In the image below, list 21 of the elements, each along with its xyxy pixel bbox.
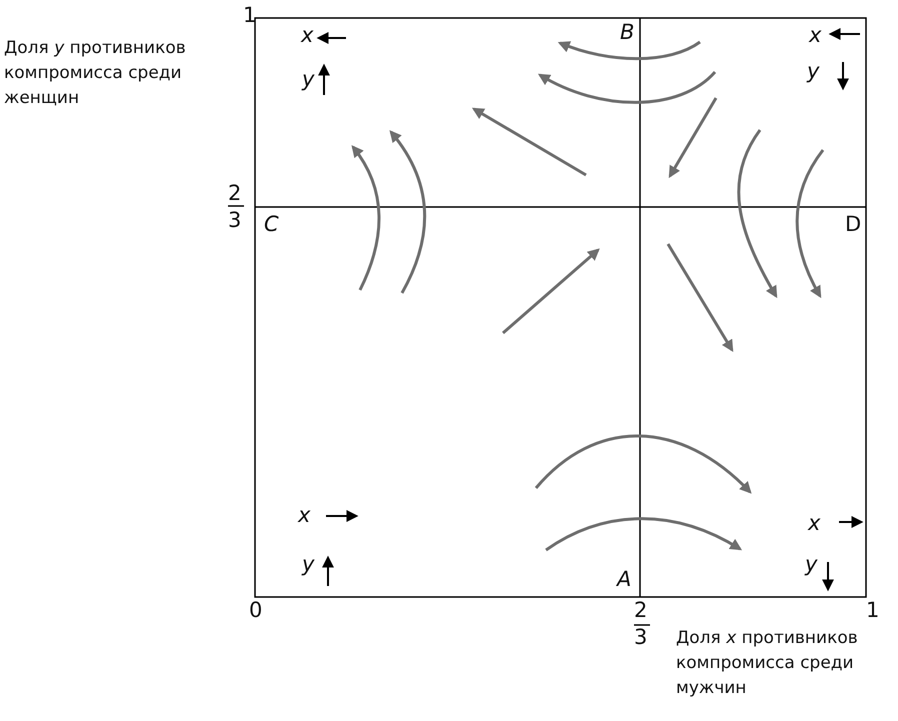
tick-label: D [845,213,862,235]
variable-label: y [805,553,818,575]
tick-label: 1 [243,4,256,26]
tick-label: 0 [249,599,262,621]
variable-label: x [298,504,310,526]
fraction-digit: 3 [228,209,242,231]
variable-label: x [808,512,820,534]
variable-label: y [302,553,314,575]
fraction-digit: 2 [228,182,242,204]
tick-label: 1 [866,599,880,621]
variable-label: x [301,24,314,46]
variable-label: x [809,24,822,46]
variable-label: B [620,21,634,43]
fraction-digit: 2 [634,599,648,621]
variable-label: y [807,60,820,82]
axis-title: Доля x противников компромисса среди мужчин [676,627,859,700]
variable-label: A [617,568,632,590]
variable-label: y [302,68,314,90]
axis-title: Доля y противников компромисса среди женщин [4,37,187,110]
variable-label: C [264,213,279,235]
fraction-digit: 3 [634,626,648,648]
